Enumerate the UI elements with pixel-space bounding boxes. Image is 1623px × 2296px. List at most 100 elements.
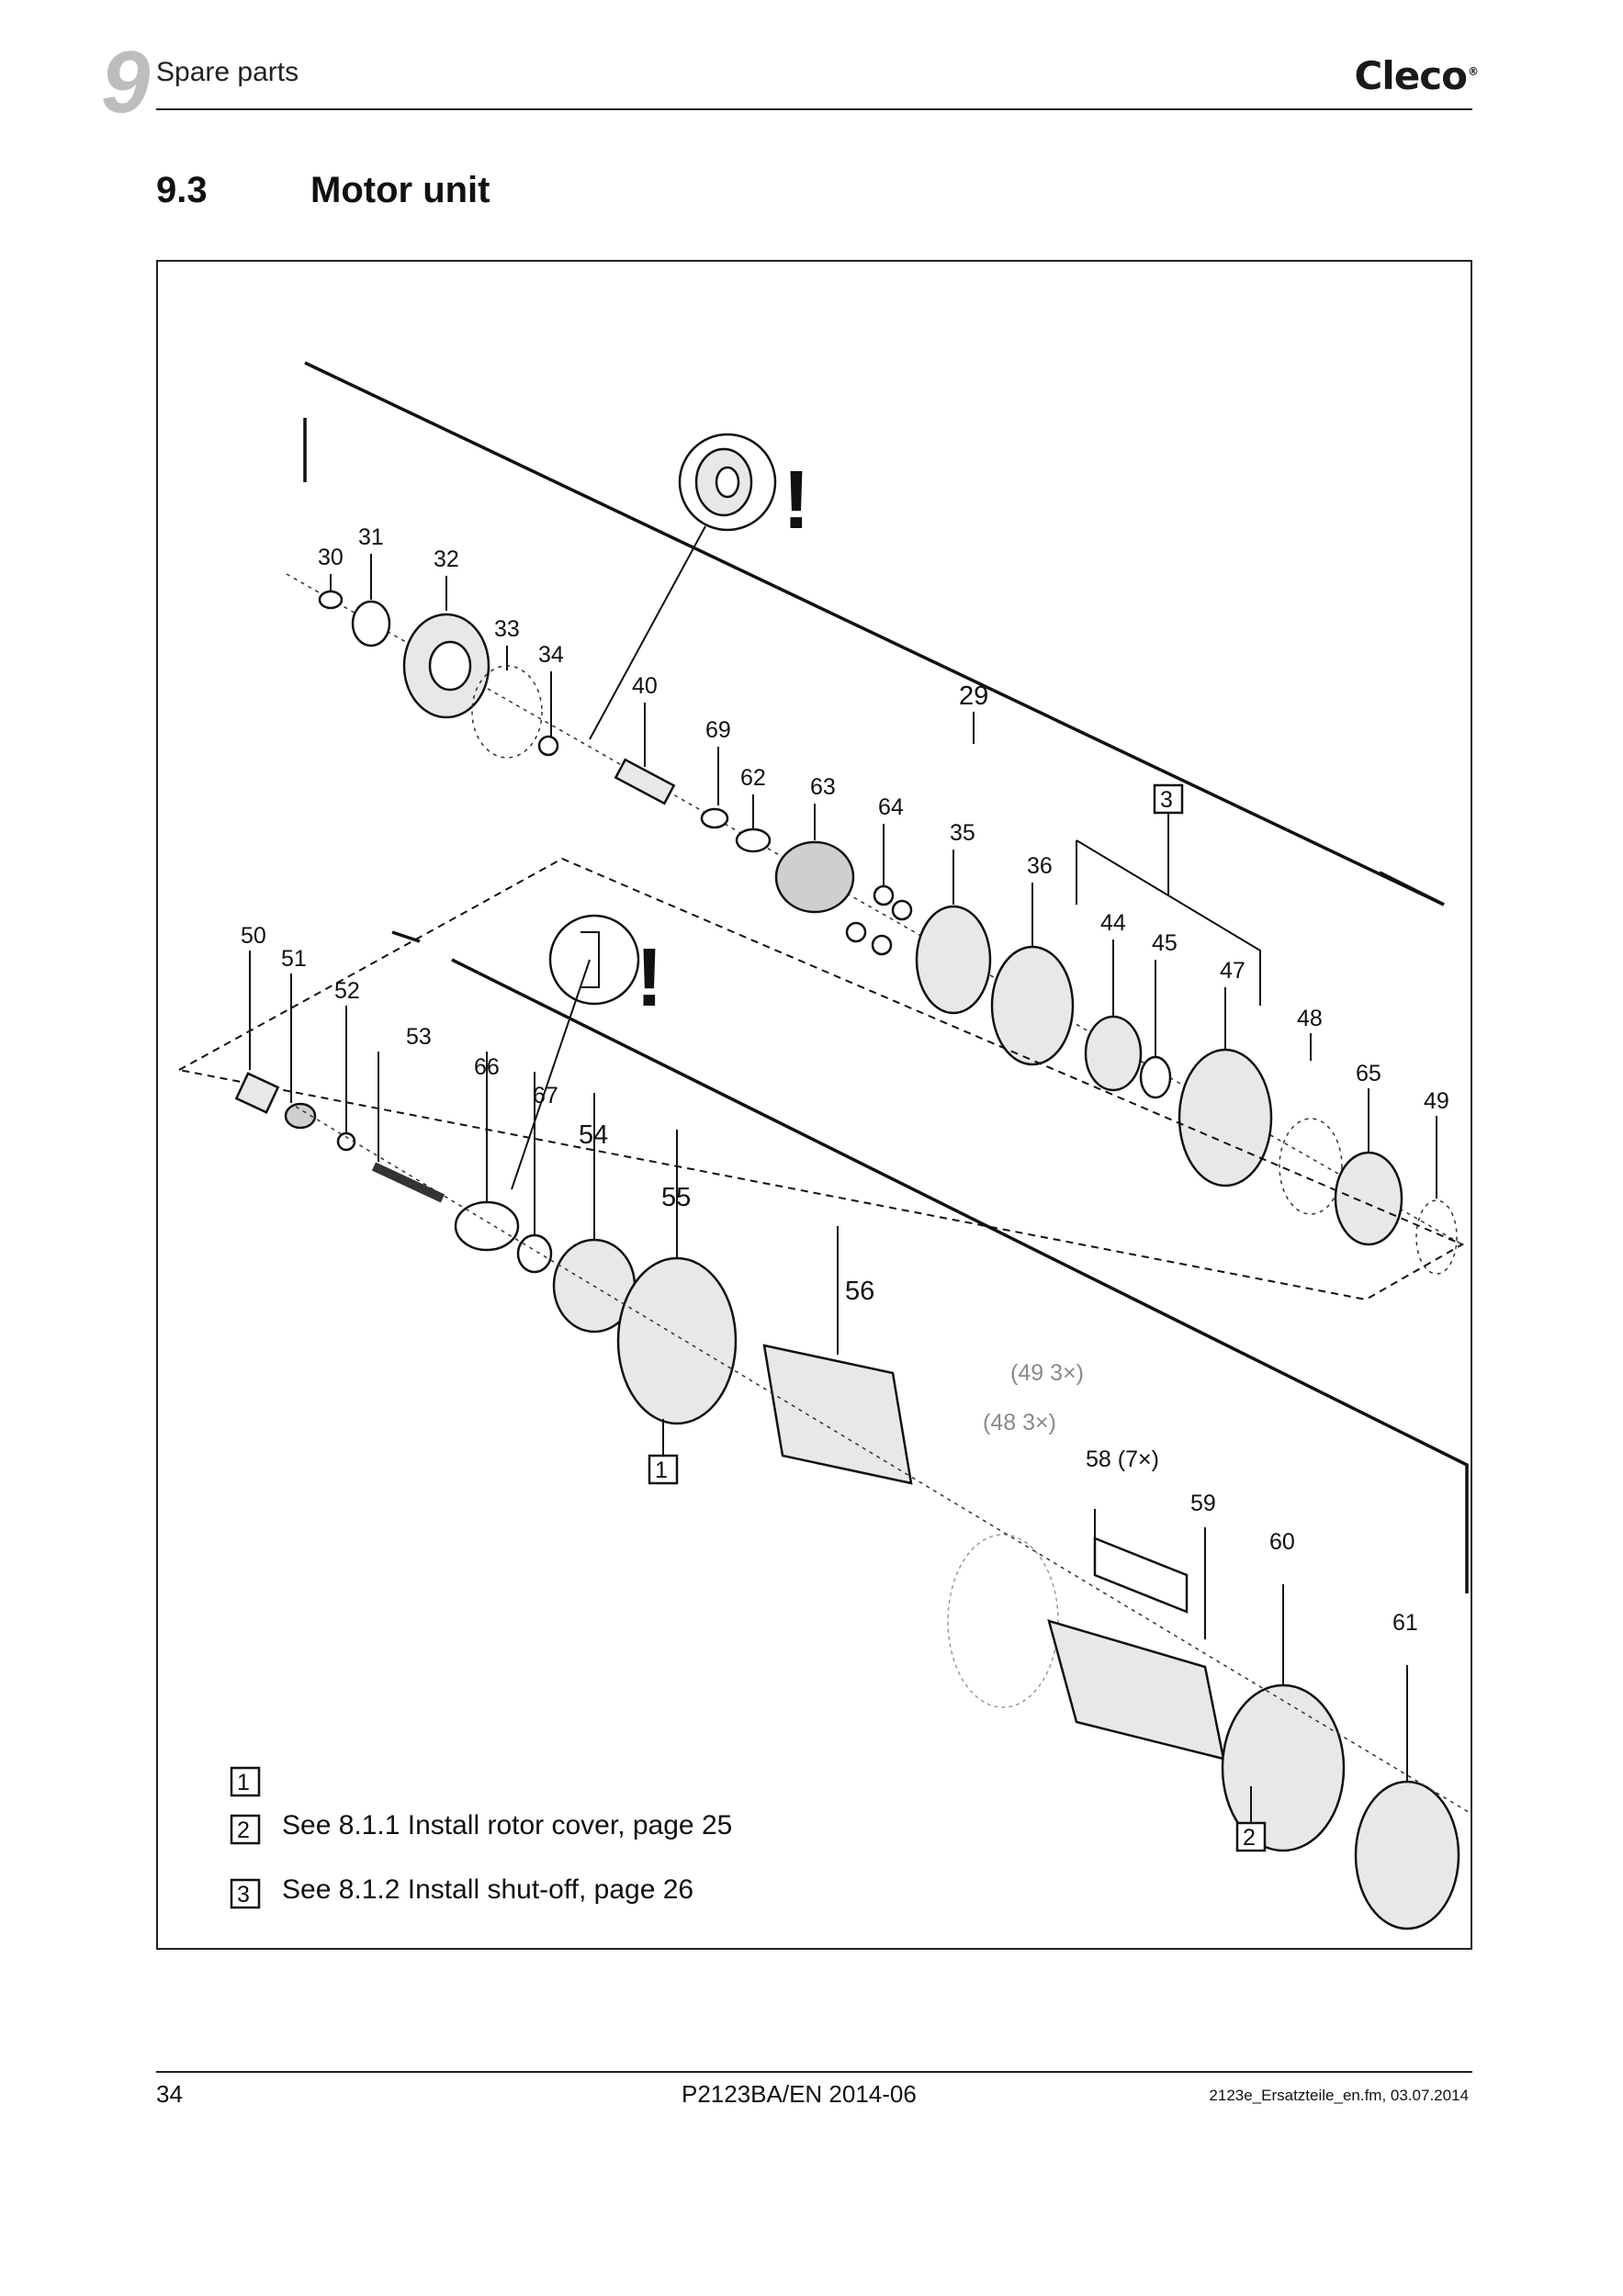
callout-49-3x: (49 3×) [1010, 1360, 1084, 1386]
part-58 [1093, 1536, 1189, 1614]
brand-registered-mark: ® [1468, 65, 1479, 78]
callout-leaders [249, 554, 1437, 1782]
magnifier-2 [548, 914, 640, 1006]
part-48-49-ring [947, 1534, 1059, 1708]
callout-29: 29 [959, 681, 988, 711]
legend-box-2-label: 2 [237, 1818, 250, 1843]
legend-box-1-label: 1 [237, 1770, 250, 1795]
part-66 [454, 1200, 520, 1252]
part-35 [915, 905, 992, 1015]
legend-text-2: See 8.1.1 Install rotor cover, page 25 [282, 1810, 732, 1840]
part-47 [1178, 1048, 1273, 1187]
section-number: 9.3 [156, 170, 208, 210]
callout-61: 61 [1392, 1610, 1418, 1636]
callout-55: 55 [661, 1183, 691, 1212]
part-50 [234, 1072, 280, 1114]
box-2-label: 2 [1243, 1825, 1256, 1851]
part-30 [318, 590, 344, 610]
part-63 [774, 840, 855, 914]
callout-30: 30 [318, 545, 344, 570]
lower-axis [295, 1106, 1472, 1815]
callout-58-7x: 58 (7×) [1086, 1446, 1159, 1472]
callout-34: 34 [538, 642, 564, 668]
part-51 [284, 1102, 317, 1130]
callout-67: 67 [533, 1083, 558, 1109]
chapter-title: Spare parts [156, 57, 299, 87]
part-61 [1354, 1780, 1460, 1930]
bracket-29-line [304, 361, 1445, 906]
part-62 [735, 827, 772, 853]
part-31 [351, 600, 391, 647]
callout-47: 47 [1220, 958, 1245, 984]
exploded-view-figure: ! 3 ! 30 31 32 [156, 260, 1472, 1950]
callout-56: 56 [845, 1277, 874, 1306]
part-45 [1139, 1055, 1172, 1099]
callout-50: 50 [241, 923, 266, 949]
warning-mark-1: ! [783, 455, 810, 546]
magnifier-2-leader [511, 959, 591, 1190]
exploded-view-drawing: ! 3 ! 30 31 32 [178, 361, 1472, 1930]
part-59 [1047, 1619, 1225, 1761]
legend-box-3 [230, 1878, 261, 1909]
callout-54: 54 [579, 1120, 608, 1150]
part-49-ring [1415, 1199, 1458, 1275]
part-40 [614, 758, 676, 805]
callout-51: 51 [281, 946, 307, 972]
part-48-ring [1279, 1118, 1343, 1215]
bracket-3 [1076, 839, 1261, 1006]
bracket-29-end [1379, 871, 1445, 906]
callout-64: 64 [878, 794, 904, 820]
section-title: Motor unit [310, 170, 490, 210]
footer-rule [156, 2071, 1472, 2073]
magnifier-1-leader [589, 525, 706, 740]
part-64b [891, 899, 913, 921]
header-rule [156, 108, 1472, 110]
callout-66: 66 [474, 1054, 500, 1080]
document-id: P2123BA/EN 2014-06 [682, 2080, 917, 2108]
callout-44: 44 [1100, 910, 1126, 936]
part-32-bore [428, 640, 472, 692]
brand-logo: Cleco® [1354, 53, 1479, 98]
box-1-label: 1 [655, 1458, 668, 1483]
part-36 [990, 945, 1075, 1066]
callout-45: 45 [1152, 930, 1178, 956]
legend-box-2 [230, 1814, 261, 1845]
part-44 [1084, 1015, 1143, 1092]
part-52 [336, 1131, 356, 1152]
legend-box-3-label: 3 [237, 1882, 250, 1908]
callout-35: 35 [950, 820, 975, 846]
dashed-group-boundary [178, 857, 1465, 1301]
callout-52: 52 [334, 978, 360, 1004]
box-3-label: 3 [1160, 787, 1173, 813]
part-64c [845, 921, 867, 943]
callout-60: 60 [1269, 1529, 1295, 1555]
callout-59: 59 [1190, 1491, 1216, 1516]
callout-48-3x: (48 3×) [983, 1410, 1056, 1435]
page-number: 34 [156, 2080, 183, 2108]
legend-box-1 [230, 1766, 261, 1797]
legend-text-3: See 8.1.2 Install shut-off, page 26 [282, 1874, 693, 1905]
part-56 [762, 1344, 913, 1485]
part-53 [371, 1162, 445, 1203]
warning-mark-2: ! [636, 932, 663, 1024]
callout-31: 31 [358, 524, 384, 550]
callout-36: 36 [1027, 853, 1053, 879]
part-65 [1334, 1151, 1403, 1246]
part-64d [871, 934, 893, 956]
file-info: 2123e_Ersatzteile_en.fm, 03.07.2014 [1209, 2087, 1469, 2104]
part-67 [516, 1233, 553, 1274]
brand-name: Cleco [1354, 53, 1468, 98]
box-3 [1153, 783, 1184, 815]
callout-33: 33 [494, 616, 520, 642]
part-55 [616, 1256, 738, 1425]
callout-49: 49 [1424, 1088, 1449, 1114]
chapter-number: 9 [101, 33, 150, 131]
callout-53: 53 [406, 1024, 432, 1050]
callout-65: 65 [1356, 1061, 1381, 1086]
callout-32: 32 [434, 546, 459, 572]
callout-69: 69 [705, 717, 731, 743]
callout-63: 63 [810, 774, 836, 800]
callout-40: 40 [632, 673, 658, 699]
magnifier-2-profile [580, 931, 600, 988]
callout-62: 62 [740, 765, 766, 791]
